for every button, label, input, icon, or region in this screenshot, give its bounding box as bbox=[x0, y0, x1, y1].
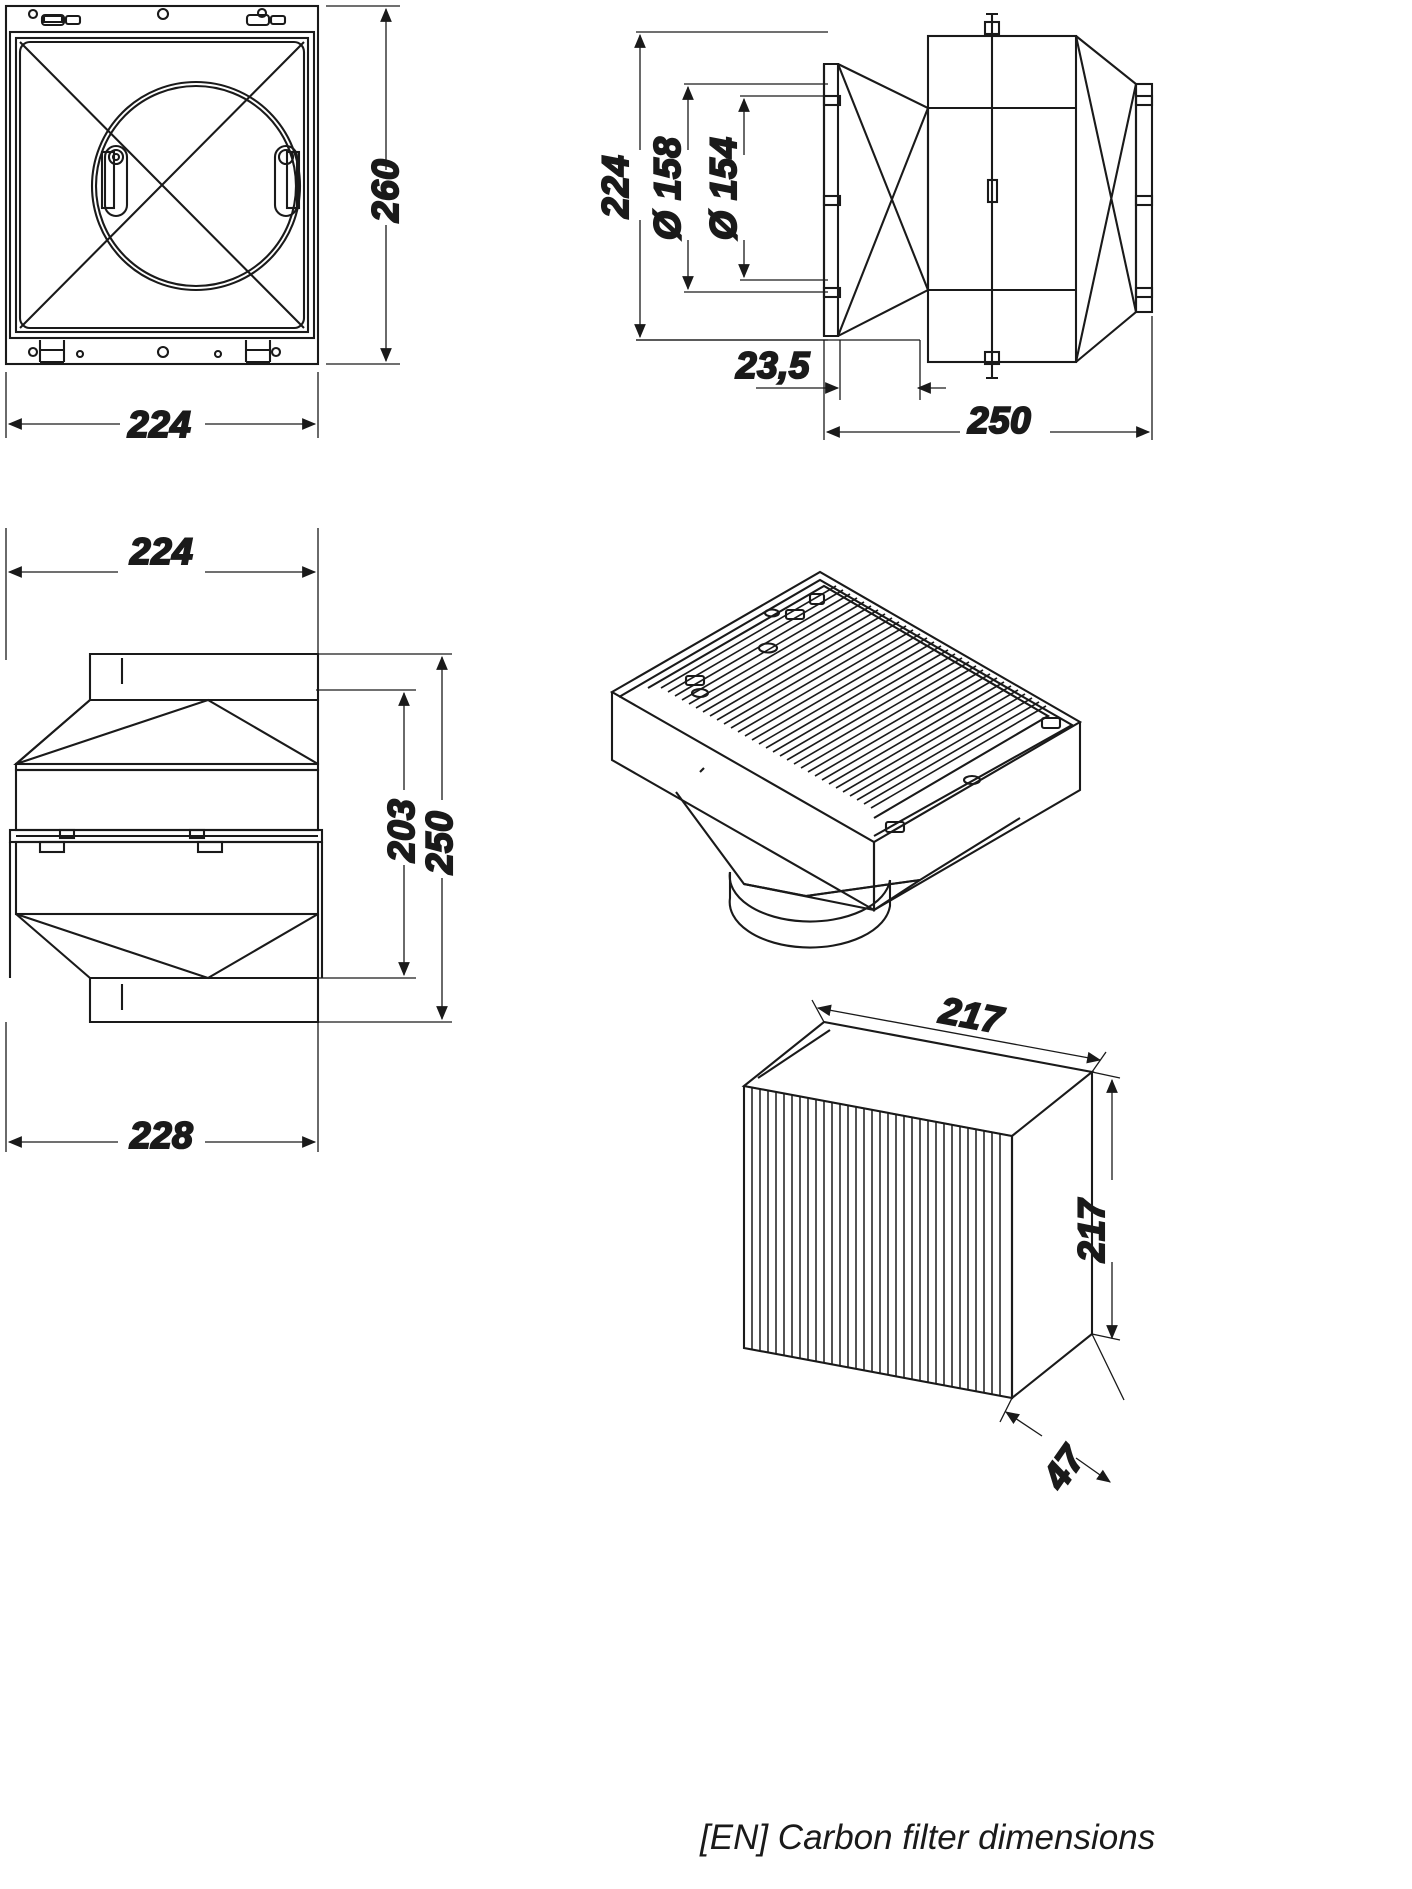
top-view-width-dimension bbox=[5, 528, 319, 660]
top-view-bottom-width-dimension bbox=[5, 1022, 319, 1152]
dim-front-width: 224 bbox=[127, 404, 191, 445]
side-section-view-geometry bbox=[822, 12, 1154, 380]
dim-side-length: 250 bbox=[967, 400, 1031, 441]
carbon-filter-depth-dimension bbox=[999, 1333, 1125, 1483]
dim-filter-width: 217 bbox=[936, 989, 1009, 1041]
carbon-filter-height-dimension bbox=[1091, 1071, 1121, 1341]
dim-front-height: 260 bbox=[365, 159, 406, 223]
dim-offset-235: 23,5 bbox=[735, 345, 811, 386]
dim-diameter-154: Ø 154 bbox=[703, 137, 744, 240]
top-view-outer-height-dimension bbox=[316, 653, 452, 1023]
isometric-assembly-geometry bbox=[609, 570, 1083, 949]
dim-top-outer-height: 250 bbox=[419, 811, 460, 875]
side-view-length-dimension bbox=[823, 316, 1153, 440]
diameter-154-dimension bbox=[738, 95, 828, 281]
carbon-filter-geometry bbox=[741, 1020, 1095, 1401]
diameter-158-dimension bbox=[682, 83, 828, 293]
dim-side-height: 224 bbox=[595, 155, 636, 219]
top-view-inner-height-dimension bbox=[316, 689, 416, 979]
drawing-caption: [EN] Carbon filter dimensions bbox=[700, 1818, 1156, 1857]
dim-top-bottom-width: 228 bbox=[129, 1115, 193, 1156]
front-view-width-dimension bbox=[5, 372, 319, 438]
front-view-geometry bbox=[4, 4, 320, 366]
dim-filter-height: 217 bbox=[1071, 1197, 1112, 1263]
dim-diameter-158: Ø 158 bbox=[647, 137, 688, 240]
carbon-filter-width-dimension bbox=[811, 999, 1107, 1073]
dim-top-inner-height: 203 bbox=[381, 799, 422, 863]
dim-filter-depth: 47 bbox=[1034, 1437, 1093, 1497]
front-view-height-dimension bbox=[326, 5, 400, 365]
offset-235-dimension bbox=[636, 339, 946, 400]
top-view-geometry bbox=[8, 652, 324, 1024]
dim-top-width: 224 bbox=[129, 531, 193, 572]
